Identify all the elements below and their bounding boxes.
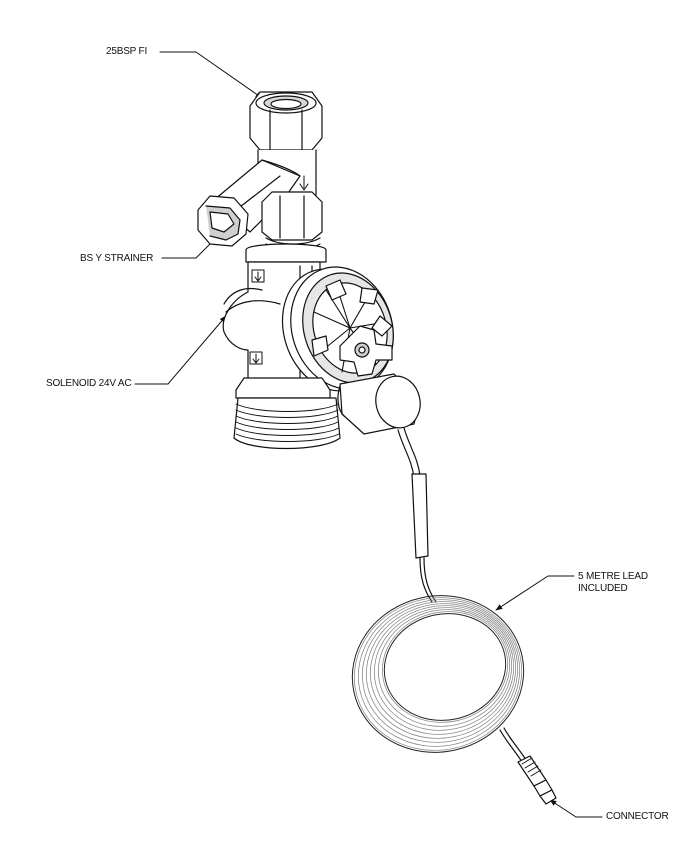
outlet-thread (233, 377, 341, 450)
lead-tail (499, 727, 527, 763)
label-lead-line1: 5 METRE LEAD (578, 571, 648, 582)
label-lead: 5 METRE LEAD INCLUDED (578, 571, 648, 595)
leader-connector (549, 799, 603, 818)
lead-coil-outline (351, 595, 525, 753)
label-strainer: BS Y STRAINER (80, 253, 154, 264)
cable (397, 427, 437, 603)
label-inlet: 25BSP FI (106, 46, 148, 57)
connector (517, 755, 557, 805)
flow-arrows (249, 175, 309, 365)
inlet-nut (249, 91, 323, 151)
lead-coil (353, 597, 523, 751)
middle-nut (261, 191, 323, 251)
leader-lines (134, 51, 603, 818)
strainer-cap (197, 195, 249, 247)
label-lead-line2: INCLUDED (578, 583, 628, 594)
solenoid-actuator (281, 266, 394, 392)
solenoid-coil (337, 373, 421, 435)
label-solenoid: SOLENOID 24V AC (46, 378, 132, 389)
label-connector: CONNECTOR (606, 811, 669, 822)
leader-lead (495, 575, 575, 611)
leader-solenoid (134, 315, 227, 385)
leader-inlet (159, 51, 263, 99)
